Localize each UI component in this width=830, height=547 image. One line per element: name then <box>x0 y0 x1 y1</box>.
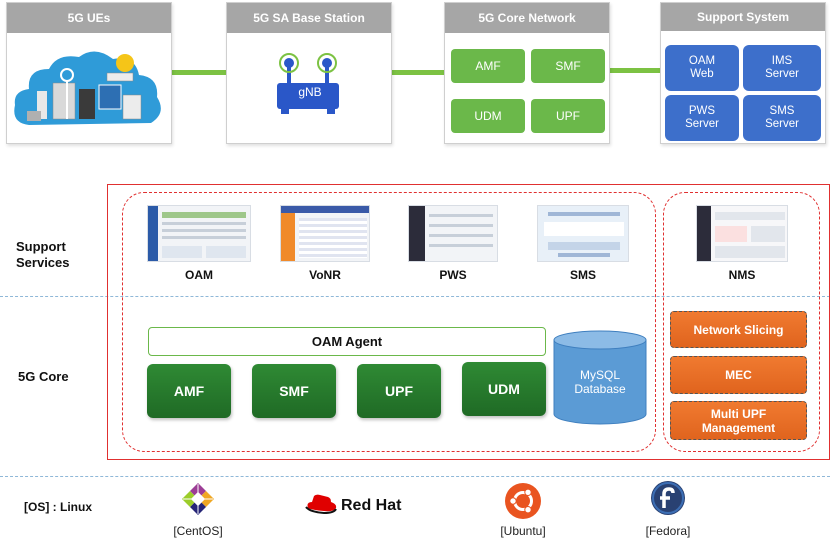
fedora-logo-icon <box>651 481 685 515</box>
nms-screenshot <box>696 205 788 262</box>
support-node-pws-server: PWS Server <box>665 95 739 141</box>
feature-multi-upf-management: Multi UPF Management <box>670 401 807 440</box>
distro-label-fedora: [Fedora] <box>645 524 691 538</box>
sms-screenshot <box>537 205 629 262</box>
panel-support-system: Support System OAM Web IMS Server PWS Se… <box>660 2 826 144</box>
centos-logo-icon <box>182 483 214 515</box>
panel-title: 5G UEs <box>7 3 171 33</box>
core-function-amf: AMF <box>147 364 231 418</box>
panel-5g-ues: 5G UEs <box>6 2 172 144</box>
panel-title: 5G Core Network <box>445 3 609 33</box>
service-label-vonr: VoNR <box>309 268 341 282</box>
core-node-amf: AMF <box>451 49 525 83</box>
pws-screenshot <box>408 205 498 262</box>
divider-os <box>0 476 830 477</box>
redhat-logo-text: Red Hat <box>341 497 402 514</box>
redhat-logo-icon <box>305 494 337 515</box>
core-node-smf: SMF <box>531 49 605 83</box>
panel-base-station: 5G SA Base Station gNB <box>226 2 392 144</box>
service-label-pws: PWS <box>439 268 467 282</box>
panel-title: 5G SA Base Station <box>227 3 391 33</box>
service-label-sms: SMS <box>569 268 596 282</box>
core-node-udm: UDM <box>451 99 525 133</box>
gnb-label: gNB <box>298 85 322 99</box>
link-ue-gnb <box>172 70 227 75</box>
ubuntu-logo-icon <box>505 483 541 519</box>
link-gnb-core <box>390 70 445 75</box>
link-core-support <box>608 68 662 73</box>
support-node-sms-server: SMS Server <box>743 95 821 141</box>
ue-cloud-icon <box>14 51 161 125</box>
5g-core-label: 5G Core <box>18 369 69 384</box>
nms-label: NMS <box>728 268 756 282</box>
support-services-label: Support Services <box>16 239 70 270</box>
feature-network-slicing: Network Slicing <box>670 311 807 348</box>
os-label: [OS] : Linux <box>24 500 92 514</box>
core-function-udm: UDM <box>462 362 546 416</box>
oam-agent-bar: OAM Agent <box>148 327 546 356</box>
database-cylinder-icon <box>553 330 647 425</box>
divider-services-core <box>0 296 830 297</box>
vonr-screenshot <box>280 205 370 262</box>
panel-title: Support System <box>661 3 825 31</box>
nms-dashed-group <box>663 192 820 452</box>
core-function-smf: SMF <box>252 364 336 418</box>
gnb-router-icon <box>277 53 339 114</box>
core-node-upf: UPF <box>531 99 605 133</box>
distro-label-centos: [CentOS] <box>173 524 223 538</box>
distro-label-ubuntu: [Ubuntu] <box>500 524 546 538</box>
support-node-oam-web: OAM Web <box>665 45 739 91</box>
support-node-ims-server: IMS Server <box>743 45 821 91</box>
oam-screenshot <box>147 205 251 262</box>
database-label: MySQL Database <box>574 368 626 396</box>
core-function-upf: UPF <box>357 364 441 418</box>
panel-core-network: 5G Core Network AMF SMF UDM UPF <box>444 2 610 144</box>
core-dashed-group <box>122 192 656 452</box>
feature-mec: MEC <box>670 356 807 394</box>
service-label-oam: OAM <box>185 268 213 282</box>
